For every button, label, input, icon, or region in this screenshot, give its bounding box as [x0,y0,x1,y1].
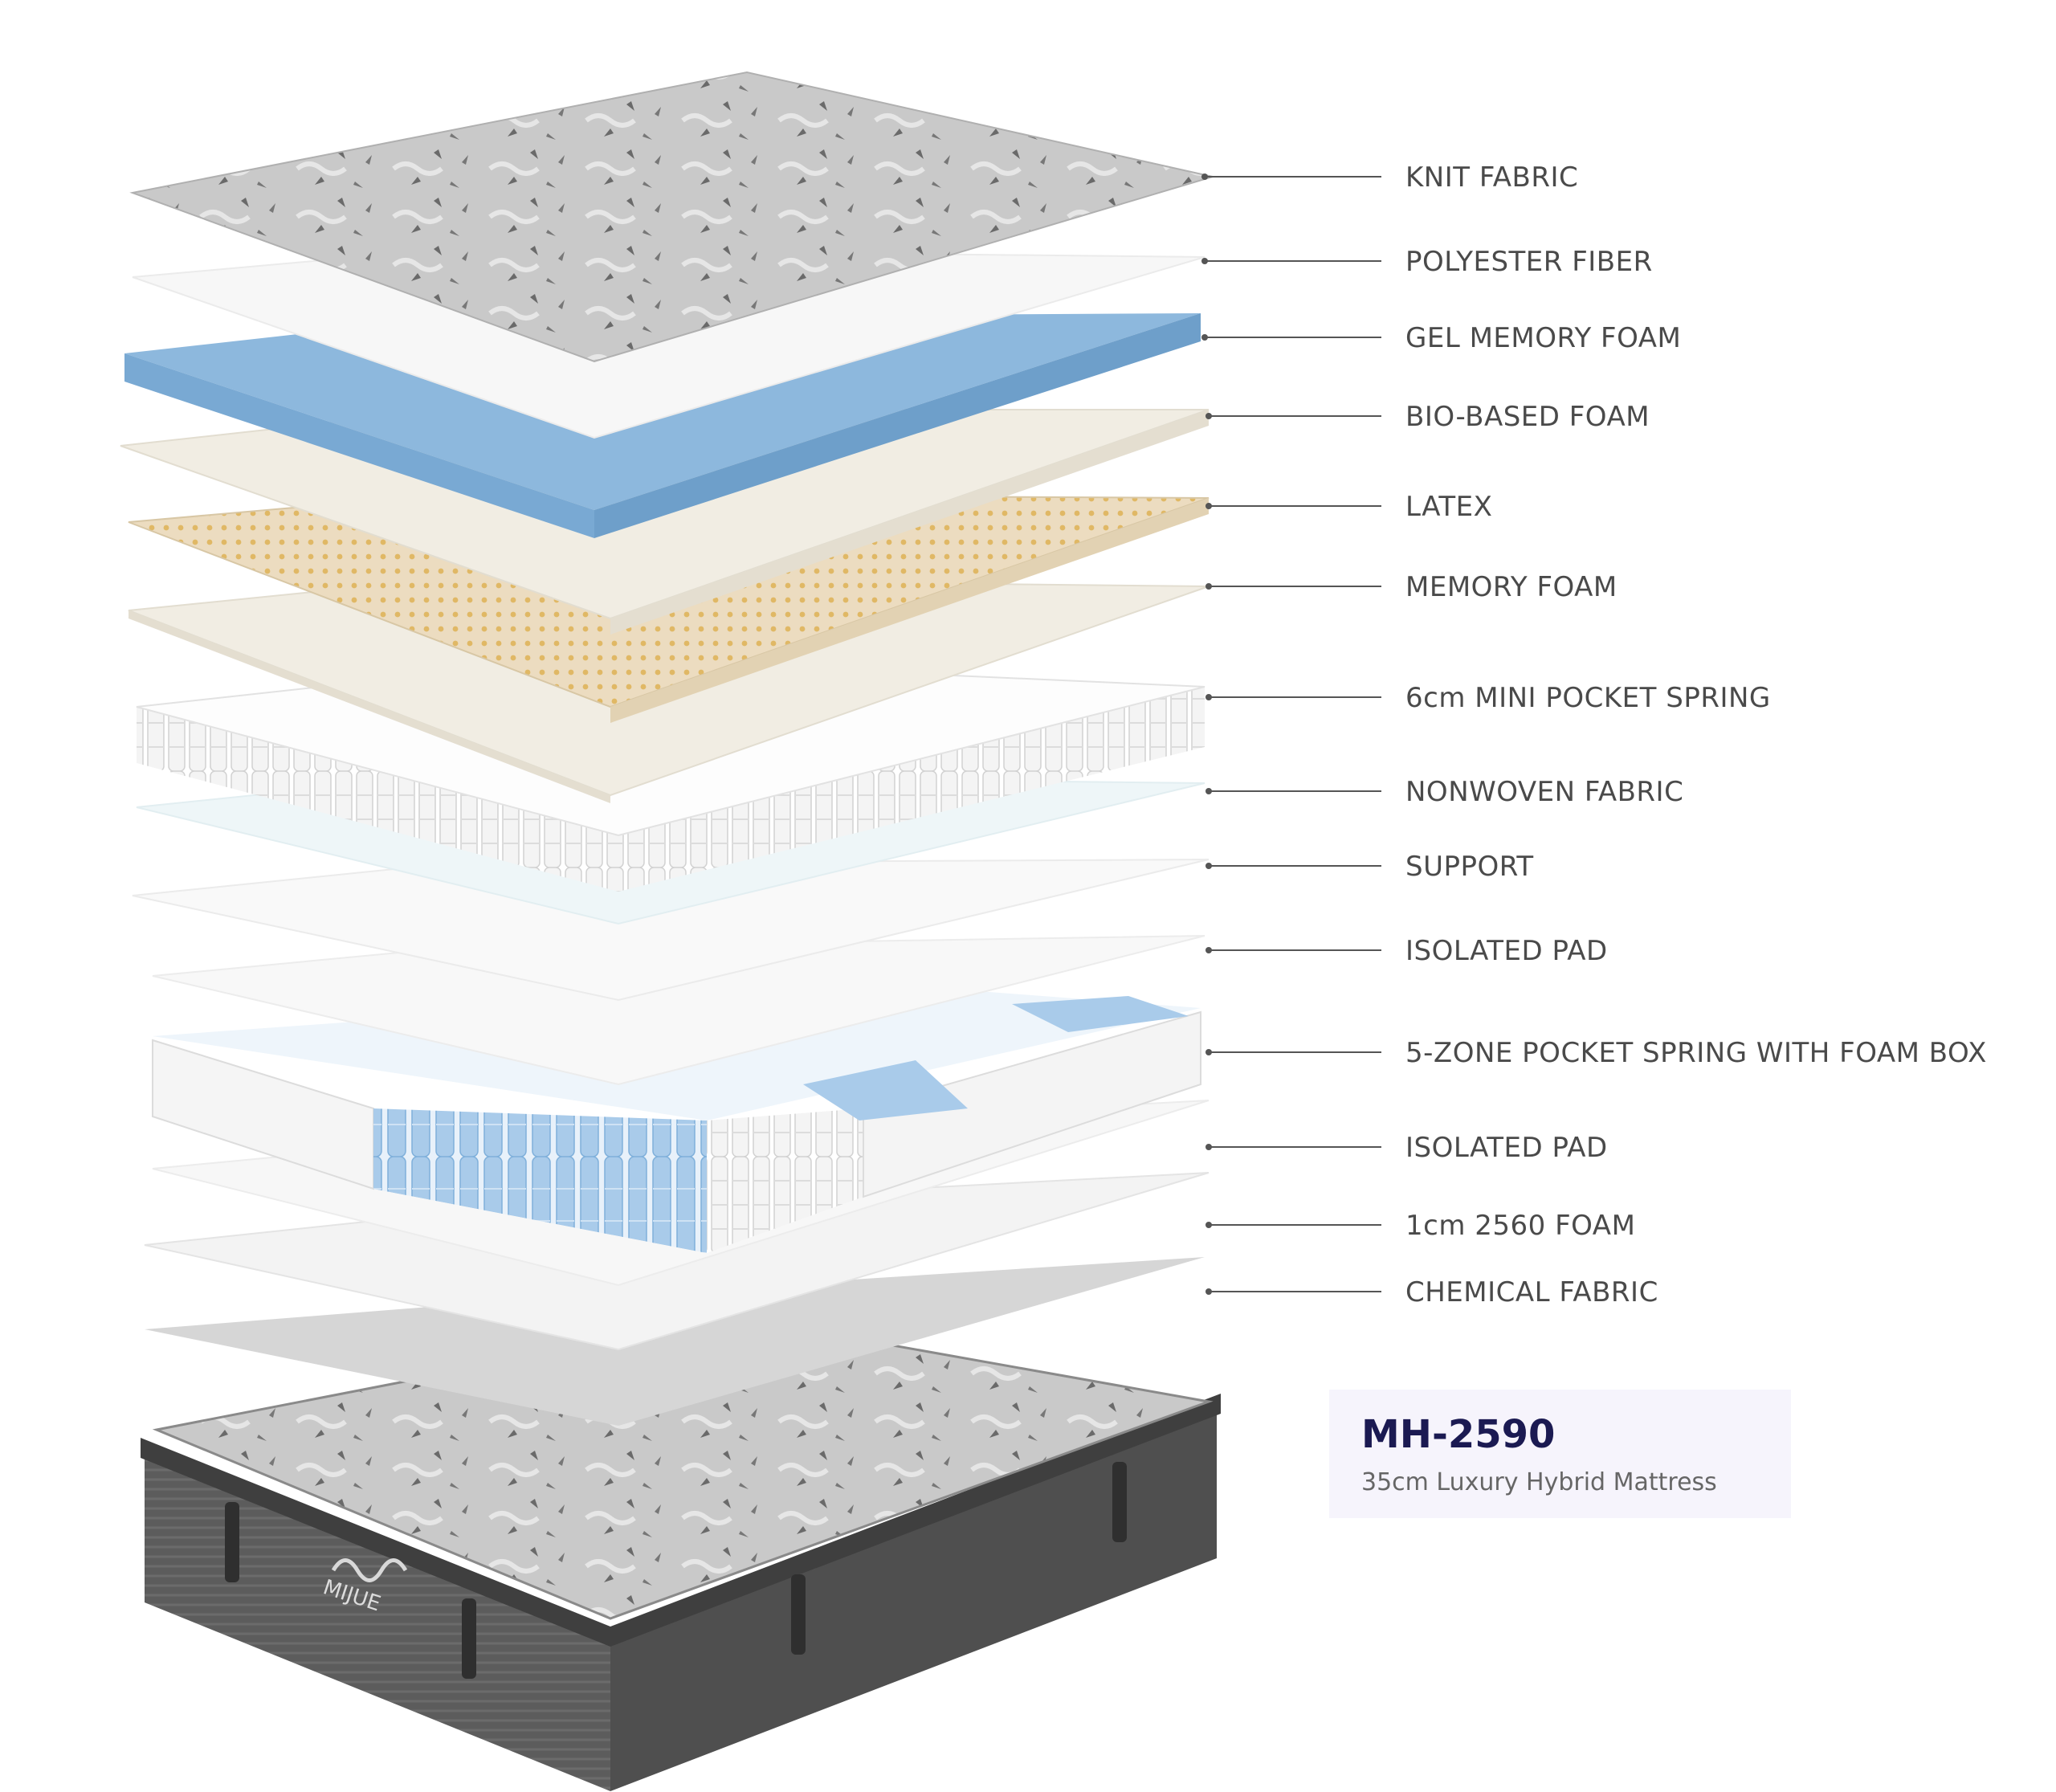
callout-5-zone-spring: 5-ZONE POCKET SPRING WITH FOAM BOX [1205,1037,1987,1069]
layer-isolated-pad-upper [152,935,1205,1086]
callout-memory-foam: MEMORY FOAM [1205,571,1617,603]
layer-label: CHEMICAL FABRIC [1405,1276,1658,1308]
mattress-side-left [145,1454,610,1791]
layer-label: 6cm MINI POCKET SPRING [1405,682,1771,714]
callouts: KNIT FABRIC POLYESTER FIBER GEL MEMORY F… [1201,161,1987,1308]
mini-spring-front [137,707,618,892]
handle-left [225,1502,239,1582]
layer-label: LATEX [1405,491,1492,523]
layer-bio-based-foam-edge [610,410,1209,635]
layer-label: ISOLATED PAD [1405,935,1608,967]
layer-label: KNIT FABRIC [1405,161,1578,194]
layer-label: 5-ZONE POCKET SPRING WITH FOAM BOX [1405,1037,1987,1069]
layer-chemical-fabric [145,1257,1205,1426]
callout-isolated-pad-upper: ISOLATED PAD [1205,935,1608,967]
handle-right [791,1574,806,1655]
callout-chemical-fabric: CHEMICAL FABRIC [1205,1276,1658,1308]
layer-label: MEMORY FOAM [1405,571,1617,603]
layer-label: SUPPORT [1405,851,1534,883]
wave-icon [331,1558,408,1582]
callout-mini-pocket-spring: 6cm MINI POCKET SPRING [1205,682,1771,714]
callout-support: SUPPORT [1205,851,1534,883]
layer-support [132,859,1210,1002]
callout-isolated-pad-lower: ISOLATED PAD [1205,1132,1608,1164]
mini-spring-right [618,687,1205,892]
product-info-card: MH-2590 35cm Luxury Hybrid Mattress [1329,1390,1791,1518]
product-description: 35cm Luxury Hybrid Mattress [1361,1468,1717,1496]
layer-latex-edge [610,498,1209,723]
finished-mattress: MIJUE [141,1316,1221,1791]
callout-2560-foam: 1cm 2560 FOAM [1205,1210,1635,1242]
layer-label: GEL MEMORY FOAM [1405,322,1681,354]
handle-center [462,1598,476,1679]
foam-box-right [863,1010,1201,1198]
layer-label: POLYESTER FIBER [1405,246,1653,278]
layer-label: BIO-BASED FOAM [1405,401,1650,433]
layer-gel-memory-foam-front [124,353,594,538]
layer-gel-memory-foam-edge [594,313,1201,538]
spring-zone-top-blue-2 [803,1060,968,1121]
spring-zone-white [707,1108,863,1253]
layer-memory-foam-edge [128,610,610,803]
handle-far-right [1112,1462,1127,1542]
product-model-name: MH-2590 [1361,1412,1556,1457]
callout-knit-fabric: KNIT FABRIC [1201,161,1578,194]
callout-gel-memory-foam: GEL MEMORY FOAM [1201,322,1681,354]
callout-bio-based-foam: BIO-BASED FOAM [1205,401,1650,433]
layer-label: 1cm 2560 FOAM [1405,1210,1635,1242]
spring-zone-top-blue-1 [1012,996,1189,1032]
layer-label: NONWOVEN FABRIC [1405,776,1683,808]
layer-label: ISOLATED PAD [1405,1132,1608,1164]
spring-zone-blue-main [373,1108,707,1253]
callout-nonwoven-fabric: NONWOVEN FABRIC [1205,776,1683,808]
callout-polyester-fiber: POLYESTER FIBER [1201,246,1653,278]
mattress-side-right [610,1410,1217,1791]
callout-latex: LATEX [1205,491,1492,523]
